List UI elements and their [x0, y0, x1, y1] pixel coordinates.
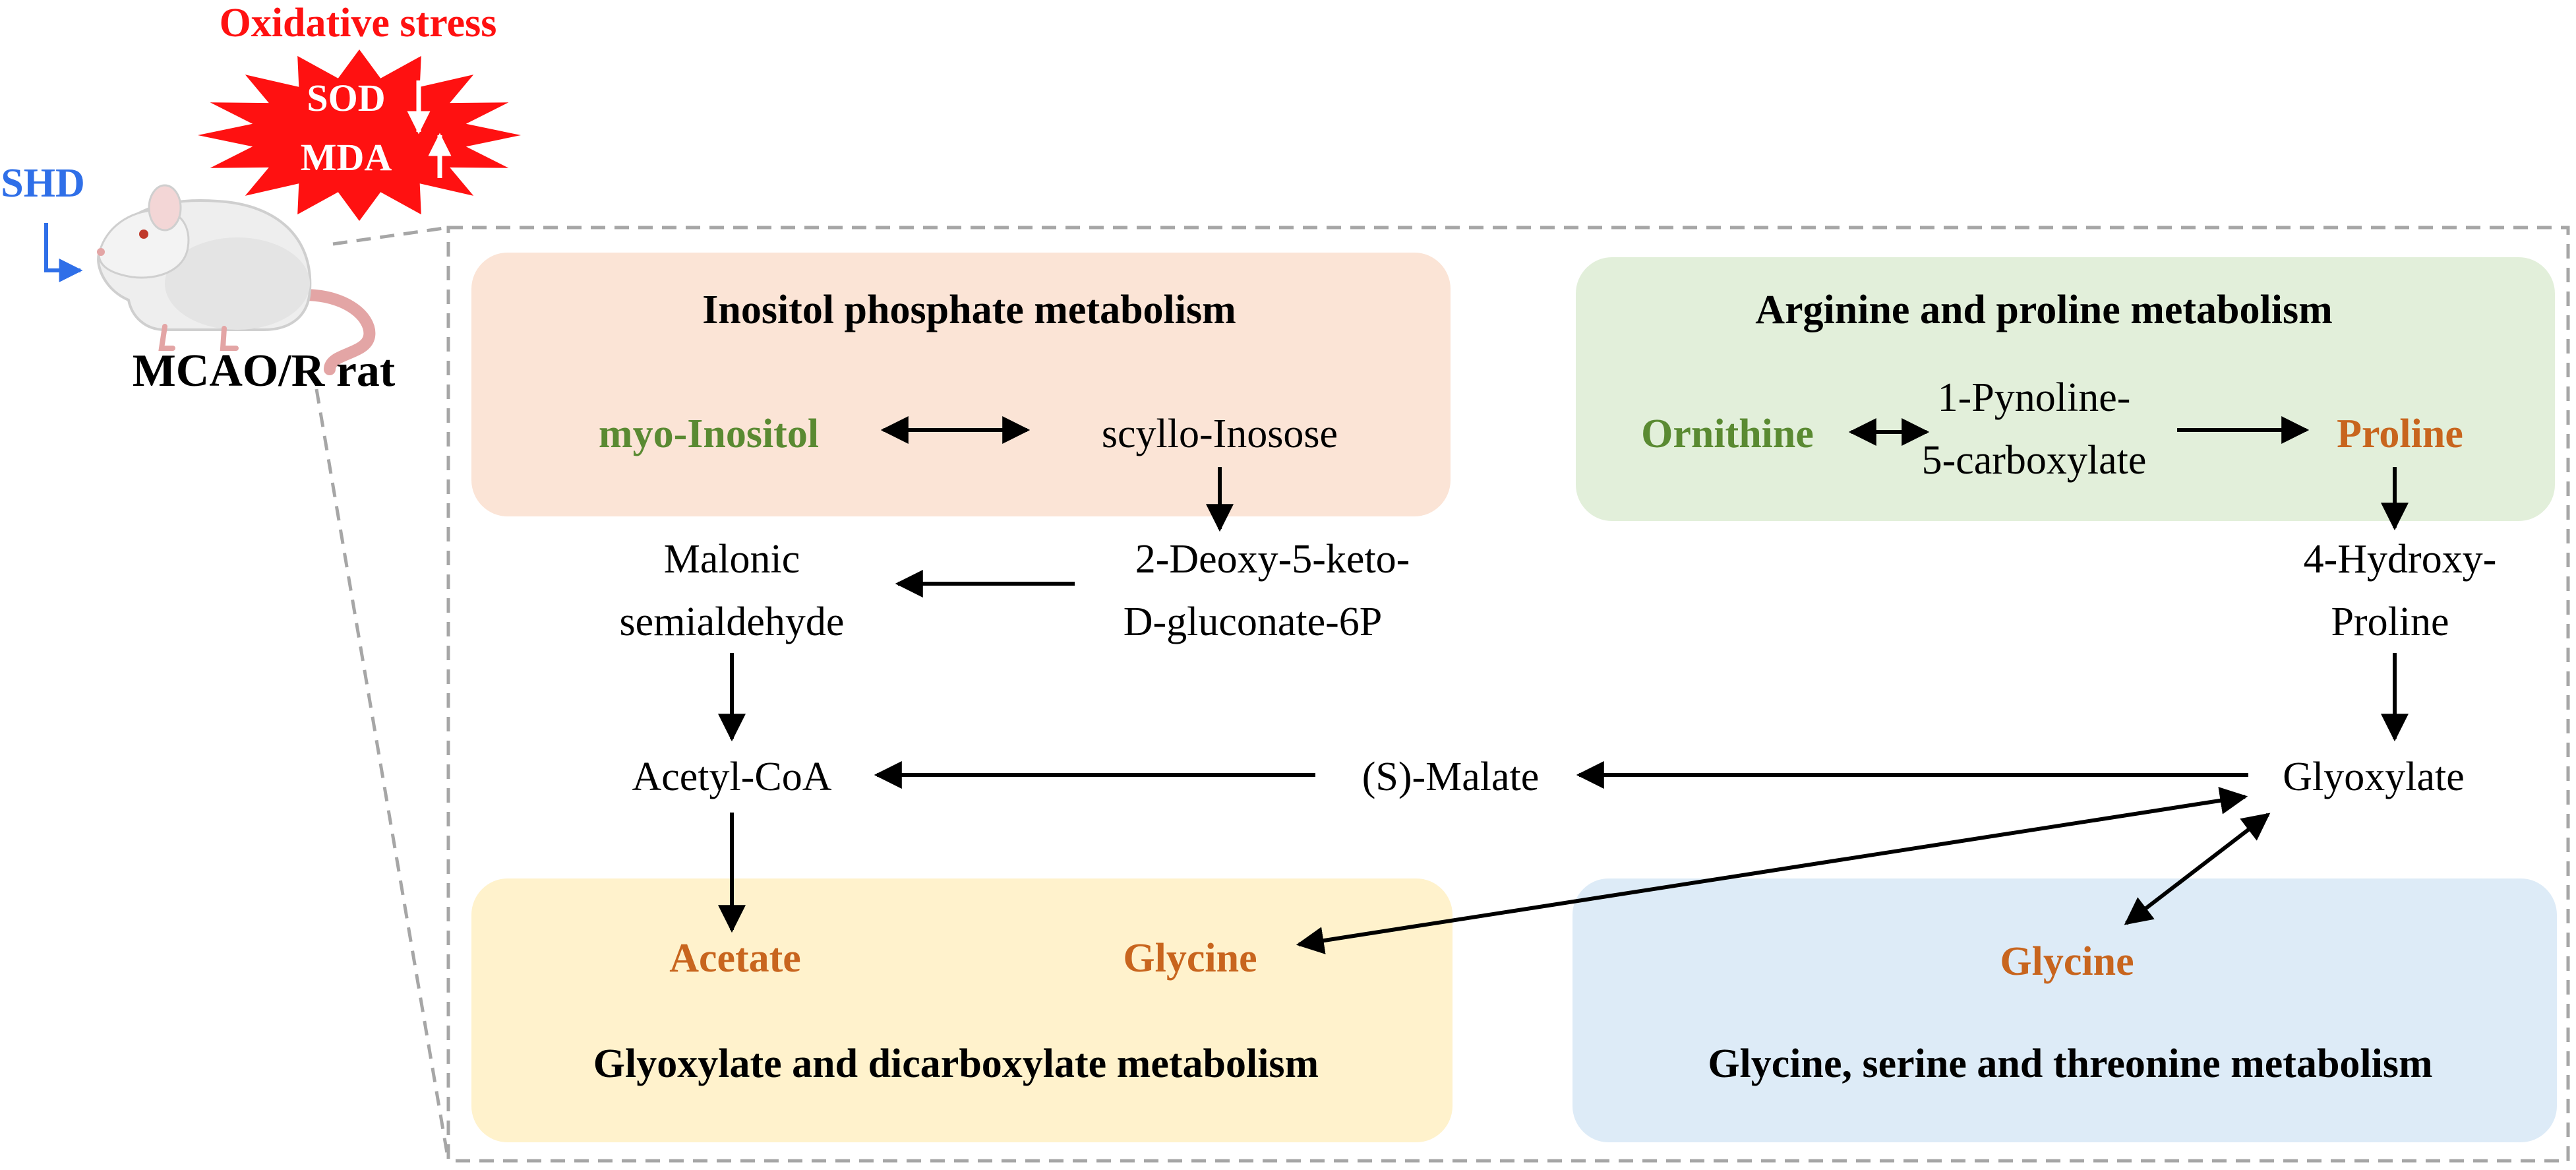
- bent-arrow-icon: [44, 223, 83, 282]
- s-malate: (S)-Malate: [1362, 754, 1540, 799]
- glyoxylate: Glyoxylate: [2283, 754, 2465, 799]
- arginine-module-box: [1576, 257, 2555, 521]
- model-label: MCAO/R rat: [133, 346, 396, 396]
- glyoxylate-module-title: Glyoxylate and dicarboxylate metabolism: [593, 1041, 1319, 1086]
- rat-icon: [97, 184, 376, 375]
- ornithine: Ornithine: [1641, 412, 1814, 456]
- glycine-left: Glycine: [1123, 936, 1257, 981]
- zoom-frame: [315, 226, 2570, 1163]
- mda-label: MDA: [301, 136, 392, 179]
- inositol-module-title: Inositol phosphate metabolism: [702, 288, 1236, 332]
- glycine-right: Glycine: [2000, 939, 2134, 984]
- treatment-label: SHD: [1, 161, 84, 206]
- glycine-module-title: Glycine, serine and threonine metabolism: [1708, 1041, 2432, 1086]
- pyrroline-line1: 1-Pynoline-: [1938, 375, 2131, 420]
- hydroxyproline-line1: 4-Hydroxy-: [2304, 537, 2497, 582]
- scyllo-inosose: scyllo-Inosose: [1102, 412, 1338, 456]
- malonic-line2: semialdehyde: [620, 600, 845, 644]
- glyoxylate-module-box: [471, 878, 1453, 1142]
- arrow-glyoxylate-glycine-left: [1296, 787, 2248, 954]
- acetyl-coa: Acetyl-CoA: [632, 754, 831, 799]
- myo-inositol: myo-Inositol: [599, 412, 819, 456]
- glycine-module-box: [1573, 878, 2557, 1142]
- pyrroline-line2: 5-carboxylate: [1922, 438, 2147, 483]
- arginine-module-title: Arginine and proline metabolism: [1755, 288, 2333, 332]
- arrow-glyoxylate-glycine-right: [2124, 813, 2271, 925]
- inositol-module-box: [471, 253, 1451, 516]
- sod-label: SOD: [307, 77, 385, 119]
- malonic-line1: Malonic: [664, 537, 800, 582]
- deoxy-gluconate-line1: 2-Deoxy-5-keto-: [1135, 537, 1410, 582]
- proline: Proline: [2337, 412, 2463, 456]
- starburst-icon: [198, 49, 521, 221]
- hydroxyproline-line2: Proline: [2331, 600, 2449, 644]
- deoxy-gluconate-line2: D-gluconate-6P: [1123, 600, 1383, 644]
- acetate: Acetate: [669, 936, 801, 981]
- oxidative-stress-title: Oxidative stress: [220, 1, 497, 46]
